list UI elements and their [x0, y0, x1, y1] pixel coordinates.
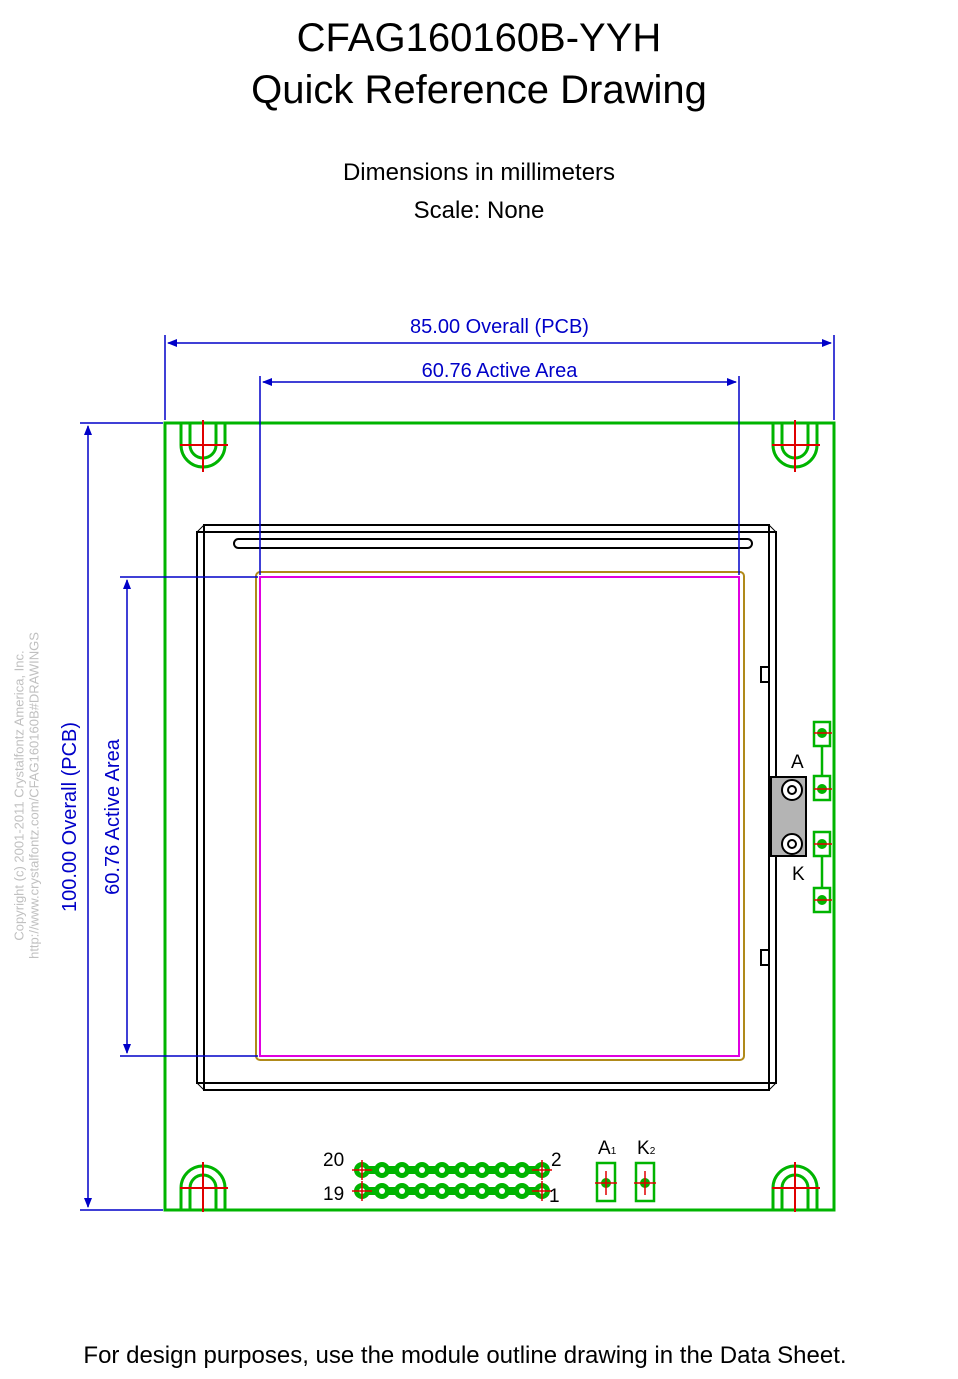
pad-a1 [595, 1161, 617, 1203]
copyright-url: http://www.crystalfontz.com/CFAG160160B#… [26, 632, 42, 959]
pin-label-20: 20 [323, 1150, 345, 1171]
mounting-hole-bottom-left [179, 1162, 228, 1212]
connector-pin-hole [519, 1188, 525, 1194]
connector-pin-hole [379, 1167, 385, 1173]
dimension-pcb-width [164, 335, 835, 420]
connector-pin-hole [419, 1167, 425, 1173]
pad-k2 [634, 1161, 656, 1203]
connector-pin-hole [499, 1167, 505, 1173]
active-area [259, 576, 740, 1057]
connector-pin-hole [499, 1188, 505, 1194]
connector-pins [352, 1160, 552, 1201]
drawing-subtitle: Quick Reference Drawing [251, 68, 707, 112]
connector-pin-hole [419, 1188, 425, 1194]
backlight-pads [812, 720, 832, 914]
viewing-area [255, 571, 745, 1061]
footer-note: For design purposes, use the module outl… [83, 1342, 847, 1369]
pcb-height-label: 100.00 Overall (PCB) [59, 721, 81, 913]
pad-label-k2: K2 [637, 1138, 656, 1159]
dimension-active-width [259, 376, 740, 575]
dimension-active-height [120, 576, 258, 1057]
connector-pin-hole [439, 1167, 445, 1173]
pcb-width-label: 85.00 Overall (PCB) [410, 316, 589, 338]
pin-label-19: 19 [323, 1184, 345, 1205]
pin-label-1: 1 [549, 1186, 560, 1207]
backlight-tab [770, 776, 807, 857]
backlight-anode-label: A [791, 752, 804, 773]
pin-row-band [358, 1166, 546, 1174]
pad-label-a1: A1 [598, 1138, 617, 1159]
copyright-line: Copyright (c) 2001-2011 Crystalfontz Ame… [11, 650, 27, 941]
mounting-hole-top-left [179, 420, 228, 472]
connector-pin-hole [519, 1167, 525, 1173]
pcb-outline [163, 421, 836, 1212]
active-height-label: 60.76 Active Area [102, 739, 124, 895]
connector-pin-hole [479, 1167, 485, 1173]
mounting-hole-bottom-right [771, 1162, 820, 1212]
active-width-label: 60.76 Active Area [421, 360, 578, 382]
dimension-pcb-height [80, 422, 163, 1211]
drawing-title: CFAG160160B-YYH [296, 16, 662, 60]
lcd-bezel [196, 524, 777, 1091]
connector-pin-hole [439, 1188, 445, 1194]
connector-pin-hole [379, 1188, 385, 1194]
scale-note: Scale: None [413, 197, 545, 224]
units-note: Dimensions in millimeters [342, 159, 616, 186]
mounting-hole-top-right [771, 420, 820, 472]
connector-pin-hole [479, 1188, 485, 1194]
backlight-cathode-label: K [792, 864, 805, 885]
connector-pin-hole [459, 1167, 465, 1173]
connector-pin-hole [399, 1188, 405, 1194]
connector-pin-hole [399, 1167, 405, 1173]
pin-row-band [358, 1187, 546, 1195]
connector-pin-hole [459, 1188, 465, 1194]
pin-label-2: 2 [551, 1150, 562, 1171]
